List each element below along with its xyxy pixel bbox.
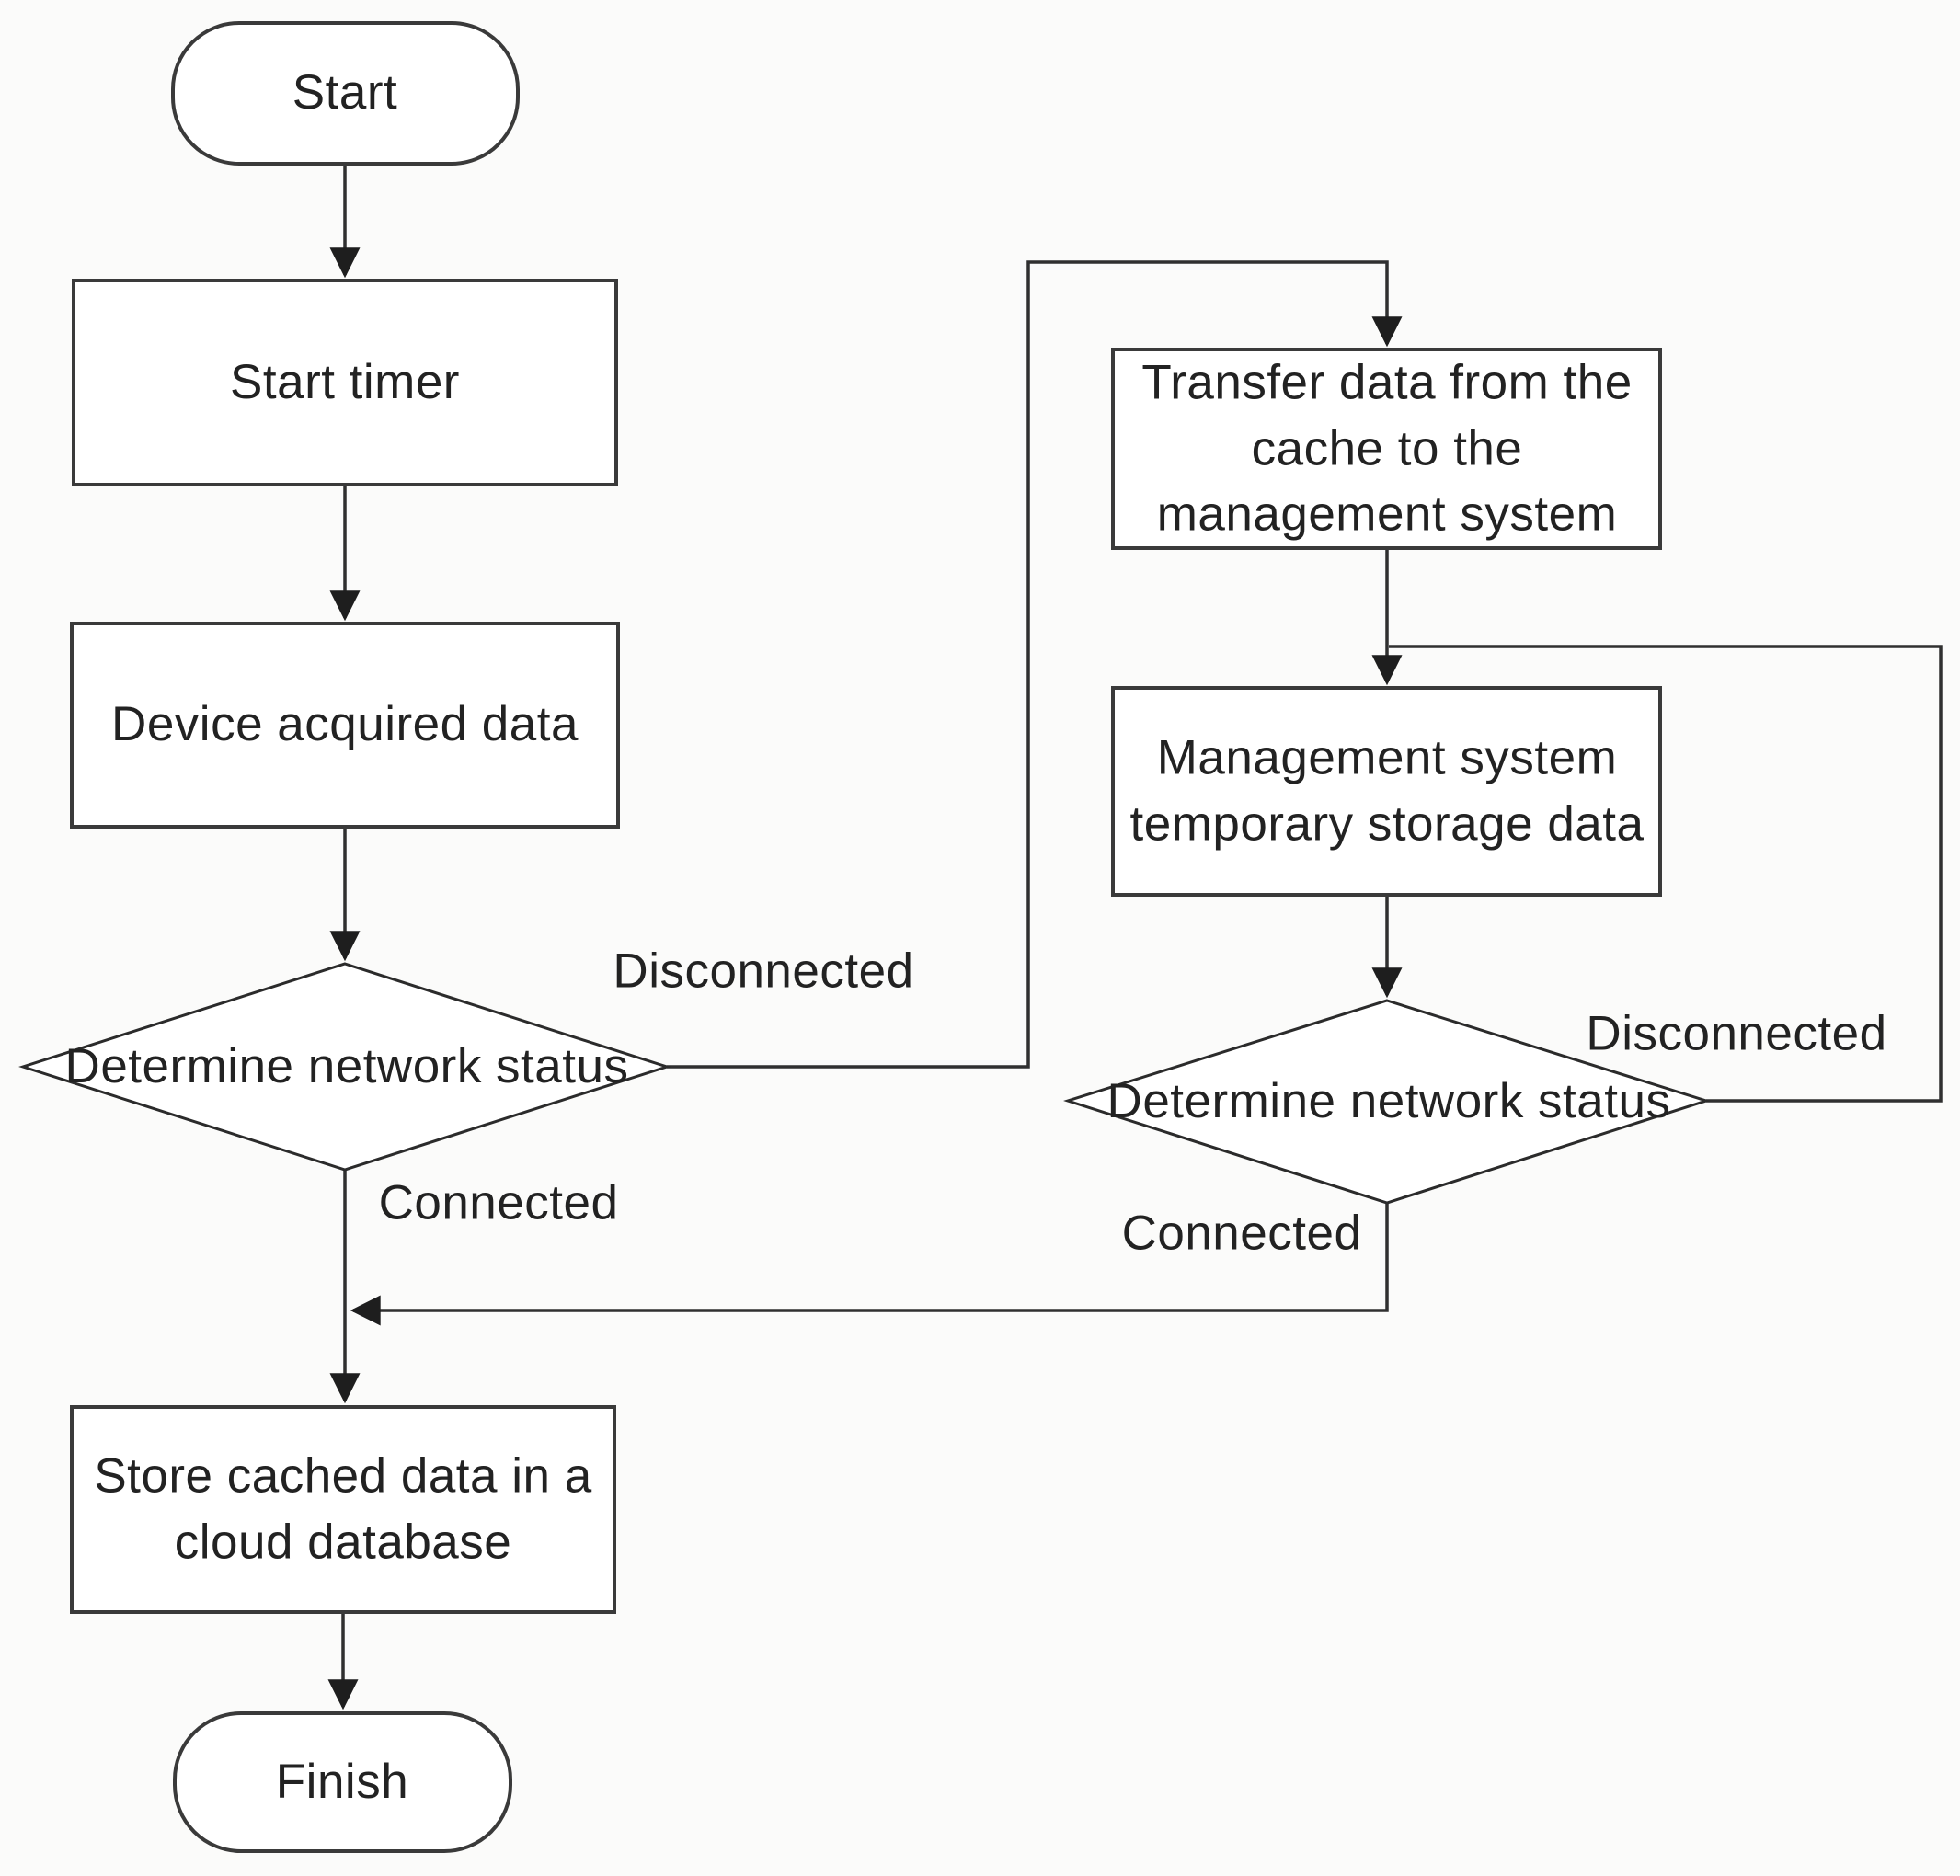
start-node-shape bbox=[171, 21, 520, 166]
disconnected-1-edge-label: Disconnected bbox=[613, 944, 914, 999]
edge-decision2-disconnected-loop bbox=[1389, 645, 1943, 1103]
network-check-1-node-label: Determine network status bbox=[64, 1039, 629, 1094]
start-node-label: Start bbox=[292, 65, 398, 120]
connected-2-edge-label: Connected bbox=[1121, 1206, 1362, 1261]
store-cloud-node-label: Store cached data in a cloud database bbox=[94, 1448, 592, 1569]
edge-decision2-connected-merge bbox=[350, 1203, 1389, 1326]
edge-decision1-disconnected-to-transfer bbox=[667, 260, 1403, 1069]
start-timer-node-shape bbox=[72, 279, 618, 486]
finish-node-label: Finish bbox=[275, 1755, 409, 1810]
network-check-1-diamond-shape bbox=[18, 962, 671, 1172]
store-cloud-node-shape bbox=[70, 1405, 616, 1614]
network-check-2-node-label: Determine network status bbox=[1106, 1074, 1671, 1129]
connected-1-edge-label: Connected bbox=[378, 1175, 619, 1230]
finish-node-shape bbox=[173, 1711, 512, 1853]
device-acquired-node-label: Device acquired data bbox=[111, 697, 579, 752]
transfer-cache-node-label: Transfer data from the cache to the mana… bbox=[1141, 355, 1633, 542]
network-check-2-diamond-shape bbox=[1063, 999, 1711, 1205]
device-acquired-node-shape bbox=[70, 622, 620, 829]
transfer-cache-node-shape bbox=[1111, 348, 1662, 550]
start-timer-node-label: Start timer bbox=[230, 355, 460, 410]
mgmt-storage-node-label: Management system temporary storage data bbox=[1129, 730, 1645, 851]
disconnected-2-edge-label: Disconnected bbox=[1586, 1006, 1887, 1061]
mgmt-storage-node-shape bbox=[1111, 686, 1662, 897]
